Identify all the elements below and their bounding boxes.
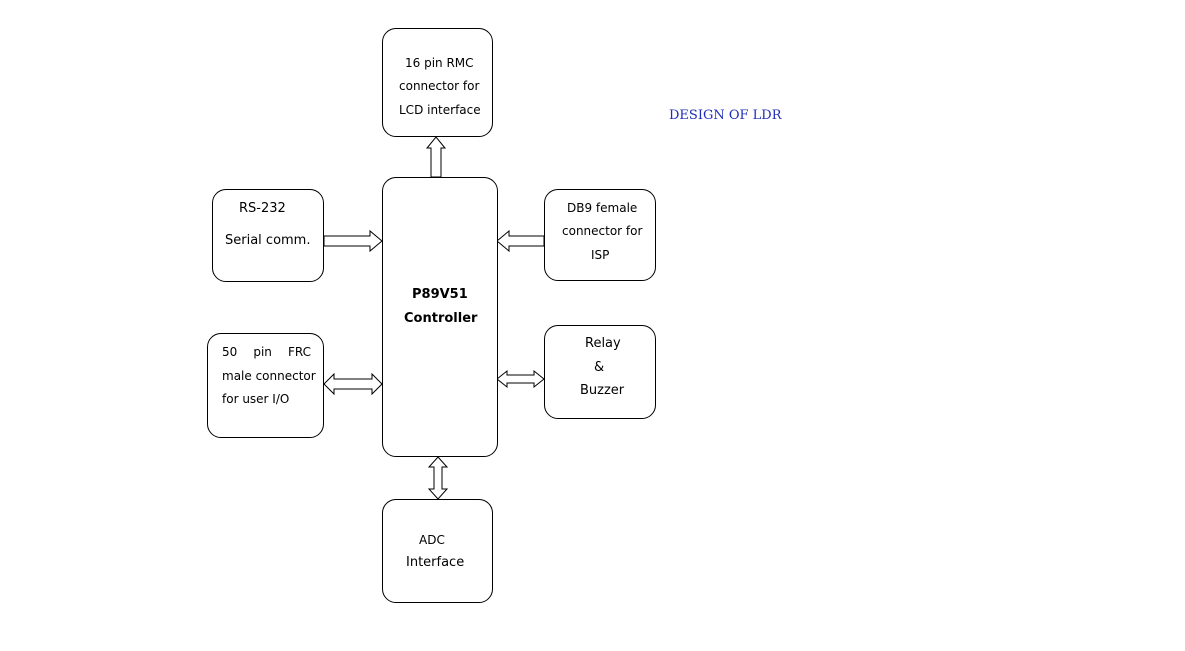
- db9-line-3: ISP: [591, 248, 610, 262]
- adc-line-2: Interface: [406, 555, 465, 570]
- relay-line-3: Buzzer: [580, 383, 625, 398]
- arrow-controller-to-lcd: [425, 136, 447, 178]
- frc-line-1: 50 pin FRC: [222, 345, 311, 359]
- frc-connector-block: 50 pin FRC male connector for user I/O: [207, 333, 324, 438]
- diagram-title: DESIGN OF LDR: [669, 108, 782, 123]
- frc-line-3: for user I/O: [222, 392, 290, 406]
- adc-interface-block: ADC Interface: [382, 499, 493, 603]
- frc-line-2: male connector: [222, 369, 316, 383]
- controller-line-2: Controller: [404, 311, 478, 326]
- lcd-line-2: connector for: [399, 79, 480, 93]
- relay-buzzer-block: Relay & Buzzer: [544, 325, 656, 419]
- arrow-db9-to-controller: [496, 229, 545, 253]
- controller-block: P89V51 Controller: [382, 177, 498, 457]
- rs232-block: RS-232 Serial comm.: [212, 189, 324, 282]
- lcd-connector-block: 16 pin RMC connector for LCD interface: [382, 28, 493, 137]
- db9-line-1: DB9 female: [567, 201, 638, 215]
- lcd-line-1: 16 pin RMC: [405, 56, 474, 70]
- arrow-controller-adc: [427, 456, 449, 500]
- arrow-controller-relay: [496, 369, 545, 389]
- arrow-frc-controller: [323, 372, 383, 396]
- frc-word-1: 50: [222, 345, 238, 359]
- adc-line-1: ADC: [419, 533, 445, 547]
- db9-isp-block: DB9 female connector for ISP: [544, 189, 656, 281]
- rs232-line-2: Serial comm.: [225, 233, 311, 248]
- rs232-line-1: RS-232: [239, 201, 286, 216]
- relay-line-1: Relay: [585, 336, 621, 351]
- db9-line-2: connector for: [562, 224, 643, 238]
- arrow-rs232-to-controller: [323, 229, 383, 253]
- frc-word-3: FRC: [287, 345, 311, 359]
- frc-word-2: pin: [253, 345, 272, 359]
- lcd-line-3: LCD interface: [399, 103, 481, 117]
- relay-line-2: &: [594, 360, 605, 375]
- controller-line-1: P89V51: [412, 287, 468, 302]
